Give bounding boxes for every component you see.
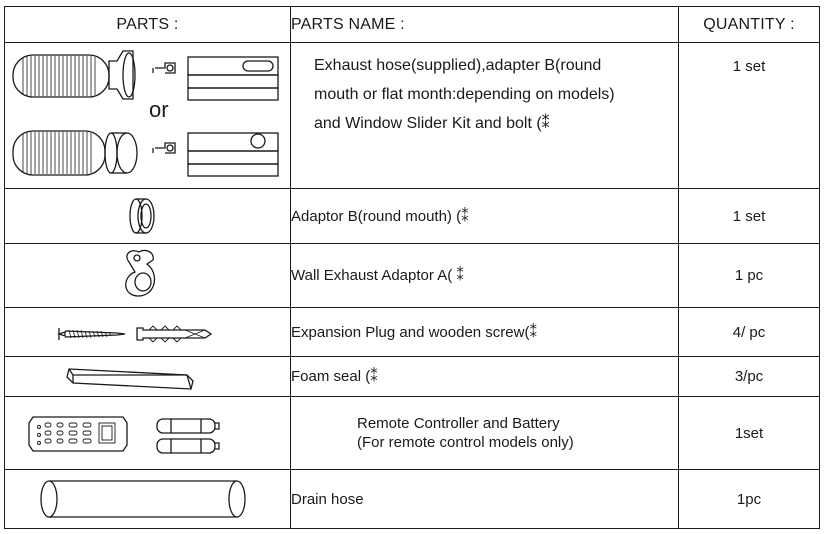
part-name-cell: Drain hose xyxy=(290,469,679,529)
header-quantity: QUANTITY : xyxy=(678,6,820,43)
part-image-cell: or xyxy=(4,42,291,189)
header-parts: PARTS : xyxy=(4,6,291,43)
table-header-row: PARTS : PARTS NAME : QUANTITY : xyxy=(4,6,820,43)
remote-battery-icon xyxy=(28,416,220,454)
table-row: Wall Exhaust Adaptor A( ⁑ 1 pc xyxy=(4,243,820,308)
part-name-cell: Exhaust hose(supplied),adapter B(round m… xyxy=(290,42,679,189)
part-name-cell: Expansion Plug and wooden screw(⁑ xyxy=(290,307,679,357)
part-name-line: (For remote control models only) xyxy=(357,434,574,451)
part-name-line: Exhaust hose(supplied),adapter B(round xyxy=(314,57,602,74)
part-image-cell xyxy=(4,188,291,244)
table-row: or Exhaust hose(supplied),adapter B(roun… xyxy=(4,42,820,189)
part-image-cell xyxy=(4,356,291,397)
quantity-cell: 1 pc xyxy=(678,243,820,308)
adaptor-b-icon xyxy=(129,198,155,234)
quantity-cell: 1 set xyxy=(678,188,820,244)
table-row: Remote Controller and Battery (For remot… xyxy=(4,396,820,470)
part-name-cell: Adaptor B(round mouth) (⁑ xyxy=(290,188,679,244)
table-row: Drain hose 1pc xyxy=(4,469,820,529)
quantity-cell: 4/ pc xyxy=(678,307,820,357)
exhaust-hose-kit-icon: or xyxy=(12,50,279,177)
part-name-line: Remote Controller and Battery xyxy=(357,415,560,432)
part-name-cell: Remote Controller and Battery (For remot… xyxy=(290,396,679,470)
quantity-cell: 1 set xyxy=(678,42,820,189)
table-row: Adaptor B(round mouth) (⁑ 1 set xyxy=(4,188,820,244)
part-name-line: and Window Slider Kit and bolt (⁑ xyxy=(314,115,550,132)
table-row: Expansion Plug and wooden screw(⁑ 4/ pc xyxy=(4,307,820,357)
wall-exhaust-adaptor-icon xyxy=(125,249,156,297)
part-image-cell xyxy=(4,469,291,529)
parts-table: PARTS : PARTS NAME : QUANTITY : xyxy=(4,6,820,529)
table-row: Foam seal (⁑ 3/pc xyxy=(4,356,820,397)
expansion-plug-screw-icon xyxy=(56,325,213,343)
quantity-cell: 1pc xyxy=(678,469,820,529)
quantity-cell: 3/pc xyxy=(678,356,820,397)
part-name-cell: Foam seal (⁑ xyxy=(290,356,679,397)
header-parts-name: PARTS NAME : xyxy=(290,6,679,43)
part-image-cell xyxy=(4,243,291,308)
part-image-cell xyxy=(4,396,291,470)
drain-hose-icon xyxy=(40,480,246,518)
part-name-line: mouth or flat month:depending on models) xyxy=(314,86,615,103)
or-label: or xyxy=(149,97,169,122)
quantity-cell: 1set xyxy=(678,396,820,470)
part-name-cell: Wall Exhaust Adaptor A( ⁑ xyxy=(290,243,679,308)
foam-seal-icon xyxy=(66,368,194,390)
part-image-cell xyxy=(4,307,291,357)
